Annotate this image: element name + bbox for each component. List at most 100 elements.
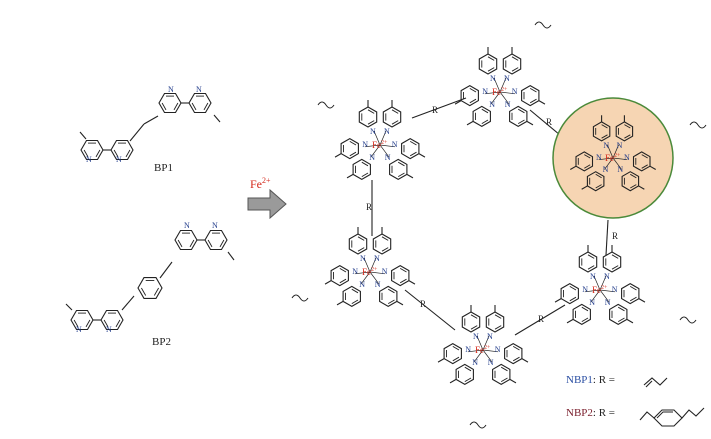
bp2-phenyl bbox=[137, 277, 163, 299]
bp1-ring-double-bond bbox=[95, 149, 101, 158]
reagent-label: Fe2+ bbox=[250, 176, 271, 192]
methyl-group bbox=[454, 100, 462, 105]
pyridine-ring-double-bond bbox=[595, 173, 602, 179]
pyridine-ring bbox=[504, 342, 523, 365]
coordination-bond bbox=[490, 91, 501, 105]
reaction-arrow bbox=[247, 188, 287, 220]
methyl-group bbox=[334, 153, 342, 158]
methyl-group bbox=[466, 120, 474, 126]
pyridine-ring-double-bond bbox=[617, 317, 625, 322]
bp1-ring-double-bond bbox=[83, 149, 89, 158]
pyridine-ring bbox=[615, 121, 634, 142]
pyridine-ring-double-bond bbox=[464, 366, 472, 372]
coordination-bond bbox=[363, 257, 371, 273]
methyl-group bbox=[324, 280, 332, 285]
pyridine-ring-double-bond bbox=[587, 254, 595, 259]
polymer-end-5 bbox=[689, 121, 707, 129]
pyridine-ring-double-bond bbox=[584, 164, 591, 169]
pyridine-ring-double-bond bbox=[611, 265, 619, 270]
pyridine-ring bbox=[460, 84, 479, 107]
polymer-end-3 bbox=[469, 421, 487, 429]
coordination-bond bbox=[593, 275, 601, 291]
pyridine-ring-double-bond bbox=[349, 141, 357, 146]
pyridine-ring-double-bond bbox=[611, 254, 619, 259]
coordination-bond bbox=[499, 91, 516, 95]
pyridine-ring bbox=[352, 158, 371, 181]
fe-complex-group bbox=[324, 47, 656, 386]
methyl-group bbox=[526, 120, 534, 126]
bond-lines bbox=[291, 21, 707, 429]
coordination-bond bbox=[379, 130, 387, 146]
pyridine-ring bbox=[358, 106, 378, 128]
coordination-bond bbox=[599, 289, 616, 293]
pyridine-ring-double-bond bbox=[397, 161, 405, 167]
bp1-ring-double-bond bbox=[125, 149, 131, 158]
fe-complex-6 bbox=[437, 305, 529, 386]
linker-bond-2 bbox=[529, 109, 561, 136]
bp2-ring-double-bond bbox=[115, 319, 121, 328]
coordination-bond bbox=[369, 271, 380, 285]
coordination-bond bbox=[369, 271, 386, 275]
pyridine-ring bbox=[401, 137, 420, 160]
pyridine-ring bbox=[372, 233, 392, 255]
bp1-methyl bbox=[79, 131, 87, 140]
pyridine-ring-double-bond bbox=[581, 317, 589, 322]
bp2-ring-double-bond bbox=[219, 239, 225, 248]
pyridine-ring-double-bond bbox=[529, 98, 537, 104]
pyridine-ring bbox=[602, 251, 622, 273]
pyridine-ring-double-bond bbox=[367, 109, 375, 114]
coordination-bond bbox=[379, 144, 396, 148]
pyridine-ring-double-bond bbox=[357, 247, 365, 252]
coordination-bond bbox=[584, 289, 601, 293]
pyridine-ring-double-bond bbox=[624, 124, 631, 129]
pyridine-ring-double-bond bbox=[617, 306, 625, 312]
pyridine-ring-double-bond bbox=[339, 278, 347, 284]
pyridine-ring-double-bond bbox=[630, 184, 637, 189]
reagent-symbol: Fe bbox=[250, 177, 262, 191]
pyridine-ring-double-bond bbox=[469, 88, 477, 93]
methyl-group bbox=[638, 185, 645, 190]
pyridine-ring-double-bond bbox=[641, 164, 648, 169]
bp2-ring-double-bond bbox=[85, 319, 91, 328]
pyridine-ring bbox=[443, 342, 462, 365]
pyridine-ring bbox=[492, 363, 511, 386]
methyl-group bbox=[396, 300, 404, 306]
polymer-end-1 bbox=[317, 101, 335, 109]
pyridine-ring bbox=[572, 303, 591, 326]
bp2-ring-double-bond bbox=[189, 239, 195, 248]
linker-bond-4 bbox=[404, 289, 456, 331]
pyridine-ring-double-bond bbox=[569, 296, 577, 302]
methyl-group bbox=[570, 165, 577, 170]
bp2-ring-double-bond bbox=[73, 319, 79, 328]
polymer-end-6 bbox=[534, 21, 552, 29]
bp2-methyl bbox=[65, 303, 73, 311]
methyl-group bbox=[346, 173, 354, 179]
pyridine-ring-double-bond bbox=[409, 151, 417, 157]
pyridine-ring bbox=[609, 303, 628, 326]
pyridine-ring bbox=[586, 171, 605, 192]
methyl-group bbox=[336, 300, 344, 306]
pyridine-ring-double-bond bbox=[512, 356, 520, 362]
pyridine-ring-double-bond bbox=[629, 296, 637, 302]
methyl-group bbox=[509, 378, 517, 384]
methyl-group bbox=[538, 100, 546, 105]
coordination-bond bbox=[598, 157, 614, 161]
bp1-structure bbox=[79, 92, 221, 161]
pyridine-ring-double-bond bbox=[469, 98, 477, 104]
pyridine-ring-double-bond bbox=[351, 288, 359, 294]
pyridine-ring bbox=[502, 53, 522, 75]
polymer-end-2 bbox=[291, 294, 309, 302]
bp2-ring-double-bond bbox=[103, 319, 109, 328]
methyl-group bbox=[566, 318, 574, 324]
bp1-ring-double-bond bbox=[161, 102, 167, 111]
pyridine-ring-double-bond bbox=[339, 268, 347, 273]
bp1-vinyl bbox=[143, 115, 159, 125]
legend-nbp2-name: NBP2 bbox=[566, 407, 593, 419]
polymer-end-4 bbox=[679, 316, 697, 324]
methyl-group bbox=[581, 185, 588, 190]
pyridine-ring bbox=[521, 84, 540, 107]
methyl-group bbox=[521, 358, 529, 363]
pyridine-ring-double-bond bbox=[464, 377, 472, 382]
pyridine-ring bbox=[478, 53, 498, 75]
